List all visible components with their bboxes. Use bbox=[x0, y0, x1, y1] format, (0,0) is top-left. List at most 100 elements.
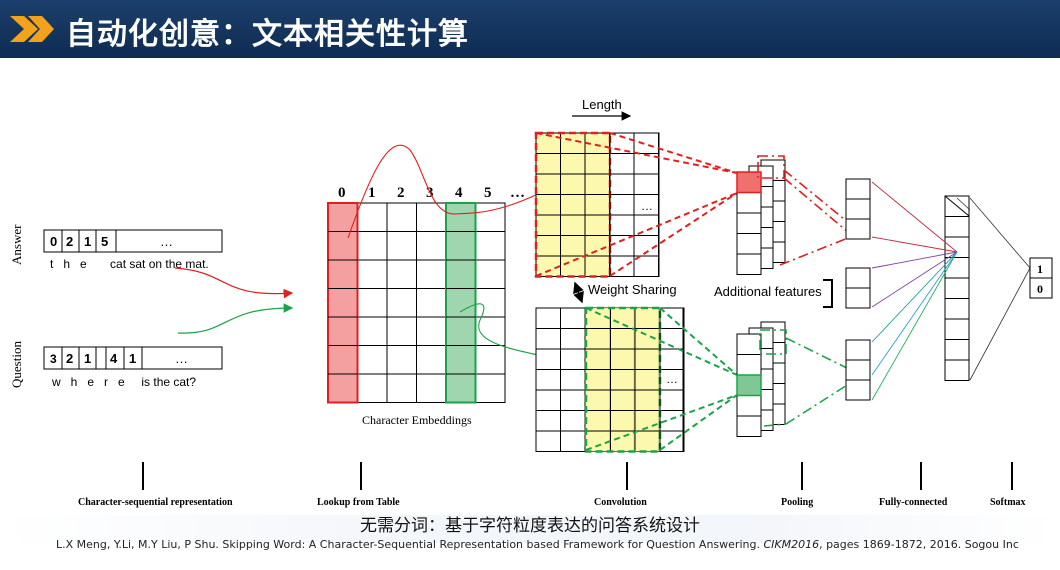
answer-code: 2 bbox=[66, 234, 73, 249]
fc-vector-cell bbox=[944, 216, 970, 238]
green-dashdot-lines bbox=[759, 329, 856, 427]
answer-code: 0 bbox=[50, 234, 57, 249]
pooled-cell bbox=[736, 374, 762, 397]
fc-vector-cell bbox=[944, 298, 970, 320]
embedding-cell bbox=[386, 288, 417, 318]
fc-vector-cell bbox=[944, 318, 970, 340]
softmax-value: 1 bbox=[1037, 262, 1043, 276]
embedding-cell bbox=[386, 259, 417, 289]
embedding-cell bbox=[475, 202, 506, 232]
conv-cell bbox=[609, 235, 635, 257]
fc-diagonal bbox=[944, 195, 970, 217]
answer-code-strip: 0 2 1 5 … bbox=[43, 229, 223, 253]
fc-input-cell bbox=[845, 198, 871, 220]
embedding-cell bbox=[357, 259, 388, 289]
feature-map-cell bbox=[736, 333, 762, 355]
column-index: 5 bbox=[484, 185, 492, 201]
conv-cell bbox=[658, 348, 684, 370]
conv-cell bbox=[535, 307, 561, 329]
embedding-cell bbox=[416, 259, 447, 289]
fully-connected-vector bbox=[944, 195, 970, 381]
answer-arrow bbox=[174, 267, 294, 299]
column-index: 1 bbox=[368, 185, 376, 201]
embedding-cell bbox=[475, 345, 506, 375]
softmax-output: 1 0 bbox=[1029, 257, 1053, 299]
green-projection bbox=[585, 307, 738, 451]
conv-cell bbox=[560, 369, 586, 391]
embedding-cell bbox=[357, 316, 388, 346]
weight-sharing-label: Weight Sharing bbox=[588, 282, 677, 297]
feature-map-cell bbox=[736, 253, 762, 275]
conv-cell bbox=[560, 307, 586, 329]
conv-cell bbox=[535, 369, 561, 391]
stage-label: Softmax bbox=[990, 497, 1026, 508]
column-index: 0 bbox=[338, 185, 346, 201]
conv-ellipsis-lower: … bbox=[666, 372, 678, 386]
length-label: Length bbox=[582, 97, 622, 112]
embedding-column-highlight-green bbox=[445, 202, 477, 404]
embedding-cell bbox=[386, 316, 417, 346]
stage-label: Pooling bbox=[781, 497, 813, 508]
citation-venue: CIKM2016 bbox=[763, 538, 820, 551]
column-index: … bbox=[510, 185, 525, 201]
slide-header: 自动化创意：文本相关性计算 bbox=[0, 0, 1060, 58]
slide-subtitle: 无需分词：基于字符粒度表达的问答系统设计 bbox=[360, 516, 700, 536]
fc-input-cell bbox=[845, 218, 871, 240]
column-index: 2 bbox=[397, 185, 405, 201]
conv-cell bbox=[633, 132, 659, 154]
embedding-cell bbox=[416, 231, 447, 261]
conv-cell bbox=[535, 430, 561, 452]
question-code: 1 bbox=[84, 351, 91, 366]
conv-window-upper bbox=[536, 133, 610, 277]
embedding-cell bbox=[386, 373, 417, 403]
softmax-value: 0 bbox=[1037, 282, 1043, 296]
conv-cell bbox=[609, 194, 635, 216]
embedding-cell bbox=[416, 373, 447, 403]
answer-code: … bbox=[160, 234, 173, 249]
question-code: 4 bbox=[110, 351, 118, 366]
conv-lower-outline bbox=[659, 307, 685, 452]
additional-features-bracket bbox=[823, 279, 833, 308]
embedding-cell bbox=[475, 231, 506, 261]
pooled-cell bbox=[736, 171, 762, 194]
citation-tail: , pages 1869-1872, 2016. Sogou Inc bbox=[819, 538, 1019, 551]
embedding-cell bbox=[357, 345, 388, 375]
convolution-lower bbox=[535, 306, 685, 453]
weight-sharing-arrow bbox=[573, 281, 584, 304]
question-code: … bbox=[175, 351, 188, 366]
stage-ticks bbox=[142, 462, 1013, 490]
embedding-cell bbox=[357, 202, 388, 232]
stage-label: Lookup from Table bbox=[317, 497, 400, 508]
conv-cell bbox=[560, 328, 586, 350]
fc-input-cell bbox=[845, 359, 871, 381]
conv-cell bbox=[535, 410, 561, 432]
question-text: w h e r e is the cat? bbox=[51, 375, 196, 389]
answer-code: 5 bbox=[101, 234, 108, 249]
conv-cell bbox=[560, 389, 586, 411]
embedding-cell bbox=[475, 288, 506, 318]
embedding-cell bbox=[416, 288, 447, 318]
fc-vector-cell bbox=[944, 277, 970, 299]
convolution-upper bbox=[534, 131, 660, 278]
fully-connected-inputs bbox=[845, 178, 871, 401]
embedding-cell bbox=[386, 231, 417, 261]
answer-code: 1 bbox=[84, 234, 91, 249]
question-code: 1 bbox=[129, 351, 136, 366]
question-label: Question bbox=[9, 341, 24, 388]
fc-input-cell bbox=[845, 379, 871, 401]
column-index: 4 bbox=[455, 185, 463, 201]
citation: L.X Meng, Y.Li, M.Y Liu, P Shu. Skipping… bbox=[56, 538, 1019, 551]
fc-input-cell bbox=[845, 287, 871, 309]
embedding-cell bbox=[357, 288, 388, 318]
embedding-caption: Character Embeddings bbox=[362, 413, 472, 427]
embedding-cell bbox=[416, 316, 447, 346]
conv-ellipsis-upper: … bbox=[641, 199, 653, 213]
fc-vector-cell bbox=[944, 236, 970, 258]
conv-cell bbox=[535, 348, 561, 370]
fc-input-cell bbox=[845, 339, 871, 361]
fc-input-cell bbox=[845, 178, 871, 200]
conv-cell bbox=[633, 173, 659, 195]
feature-map-cell bbox=[736, 212, 762, 234]
conv-cell bbox=[609, 153, 635, 175]
